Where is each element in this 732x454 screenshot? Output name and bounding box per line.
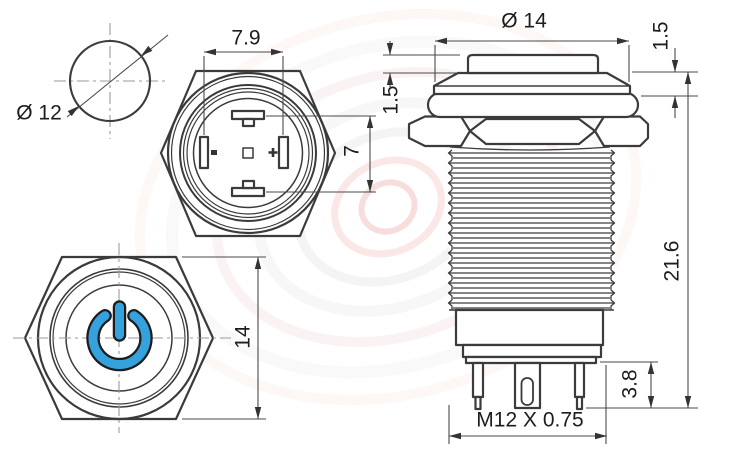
- rear-ring: [192, 97, 304, 209]
- base-step: [461, 343, 603, 359]
- pin-center-slot: [520, 377, 534, 406]
- rear-ring: [182, 87, 314, 219]
- base-housing: [454, 308, 605, 347]
- pin-left: [471, 361, 485, 399]
- arrowhead: [366, 180, 374, 192]
- solder-pins: [471, 361, 586, 411]
- dim-plunger-height: 1.5: [380, 85, 403, 114]
- dim-line: [632, 48, 698, 118]
- arrowhead: [647, 396, 655, 408]
- pin-right-tip: [575, 395, 584, 411]
- dim-line: [266, 115, 376, 193]
- dim-body-length: 21.6: [661, 241, 684, 282]
- view-side-profile: Ø 14 1.5 1.5 21.6 3.8 M12 X 0.75: [380, 10, 698, 444]
- view-rear-terminals: 7.9 7: [159, 27, 376, 238]
- arrowhead: [254, 407, 262, 419]
- arrowhead: [684, 396, 692, 408]
- view-lens-circle: Ø 12: [16, 23, 169, 139]
- arrowhead: [254, 257, 262, 269]
- dim-pin-length: 3.8: [619, 369, 642, 398]
- arrowhead: [435, 37, 447, 45]
- nut-bottom-chamfer: [449, 146, 611, 151]
- dim-line: [182, 256, 266, 420]
- arrowhead: [67, 106, 79, 117]
- terminal-top-tab: [241, 117, 256, 128]
- arrowhead: [671, 96, 679, 108]
- watermark-ring: [331, 156, 445, 258]
- arrowhead: [684, 72, 692, 84]
- dim-line: [586, 72, 698, 409]
- rear-ring: [186, 91, 310, 215]
- dim-line: [383, 41, 460, 87]
- pin-right: [573, 361, 586, 399]
- dim-lens-diameter: Ø 12: [16, 102, 62, 125]
- plus-terminal-mark: [268, 148, 278, 157]
- dim-cap-diameter: Ø 14: [501, 10, 547, 33]
- dim-thread-spec: M12 X 0.75: [476, 409, 583, 432]
- view-front-face: 14: [13, 243, 266, 433]
- terminal-right: [277, 135, 290, 170]
- minus-terminal-mark: [211, 150, 217, 155]
- arrowhead: [271, 48, 283, 56]
- dim-terminal-pitch-h: 7.9: [231, 27, 260, 50]
- terminal-left: [198, 135, 210, 170]
- nut-facet-left: [407, 115, 472, 148]
- terminal-bottom: [230, 186, 266, 198]
- watermark-ring: [358, 179, 418, 235]
- nut-facet-right: [593, 115, 650, 148]
- arrowhead: [366, 116, 374, 128]
- hex-nut: [407, 115, 650, 151]
- o-ring-washer: [426, 91, 640, 119]
- nut-facet-center: [468, 117, 597, 146]
- center-square: [242, 147, 254, 159]
- rear-ring: [179, 84, 317, 222]
- arrowhead: [386, 73, 394, 85]
- dim-cap-edge-height: 1.5: [650, 21, 673, 50]
- plunger-actuator: [466, 53, 600, 75]
- power-symbol-icon: [86, 300, 153, 372]
- arrowhead: [647, 362, 655, 374]
- terminal-bottom-tab: [241, 179, 256, 190]
- rear-ring: [166, 71, 330, 235]
- pin-left-tip: [474, 395, 482, 411]
- arrowhead: [386, 43, 394, 55]
- terminal-top: [230, 109, 266, 121]
- arrowhead: [595, 432, 607, 440]
- dim-terminal-pitch-v: 7: [341, 145, 364, 157]
- arrowhead: [141, 45, 153, 56]
- arrowhead: [617, 37, 629, 45]
- lens-outline: [68, 39, 152, 123]
- dim-line: [448, 365, 607, 444]
- thread-lines: [447, 149, 616, 310]
- diameter-leader-line: [66, 34, 169, 118]
- thread-body: [449, 150, 614, 310]
- arrowhead: [204, 48, 216, 56]
- arrowhead: [449, 432, 461, 440]
- terminal-lugs: [198, 109, 290, 198]
- power-symbol-arc: [88, 311, 151, 370]
- dim-line: [434, 40, 630, 82]
- dim-hex-width: 14: [232, 325, 255, 349]
- rear-ring: [170, 75, 326, 231]
- arrowhead: [671, 60, 679, 72]
- button-cap: [432, 71, 632, 96]
